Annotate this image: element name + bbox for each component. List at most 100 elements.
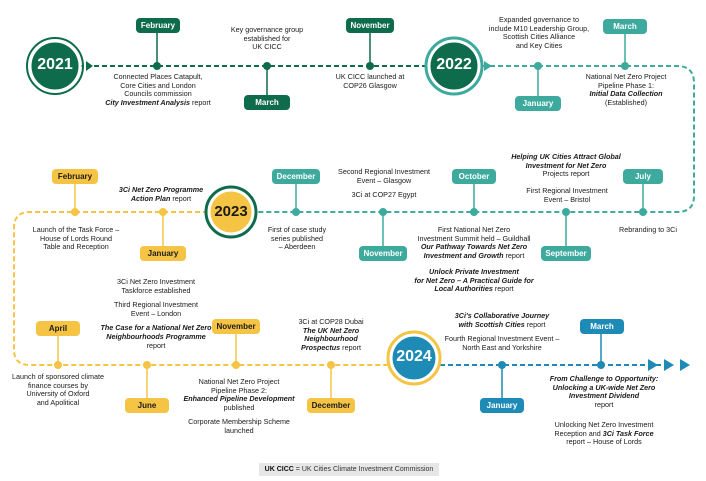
event-line: published <box>223 402 255 412</box>
month-pill-nov-2021: November <box>346 18 394 33</box>
month-pill-nov-2022: November <box>359 246 407 261</box>
event-line: and Apolitical <box>36 397 80 407</box>
event-report-title: Action Plan <box>130 193 171 203</box>
event-oct-2022: First National Net Zero Investment Summi… <box>406 225 542 260</box>
month-pill-nov-2023: November <box>212 319 260 334</box>
event-line: launched <box>224 425 254 435</box>
event-report-title: with Scottish Cities <box>458 319 525 329</box>
abbreviation-definition: = UK Cities Climate Investment Commissio… <box>293 466 434 473</box>
month-pill-jan-2022: January <box>515 96 561 111</box>
event-line: First Regional Investment <box>526 186 608 195</box>
event-report-title: Neighbourhoods Programme <box>106 331 206 341</box>
month-pill-feb-2023: February <box>52 169 98 184</box>
event-line: report <box>190 97 211 107</box>
event-line: Pipeline Phase 2: <box>211 385 267 395</box>
event-line: Taskforce established <box>121 285 191 295</box>
event-mar-2022: National Net Zero Project Pipeline Phase… <box>572 72 680 107</box>
event-line: include M10 Leadership Group, <box>488 23 590 33</box>
event-line: report <box>524 319 546 329</box>
event-line: 3Ci at COP27 Egypt <box>351 190 417 200</box>
event-apr-2023: Launch of sponsored climate finance cour… <box>2 372 114 407</box>
event-line: 3Ci Net Zero Investment <box>117 277 195 286</box>
event-line: North East and Yorkshire <box>462 342 542 352</box>
event-report-title: 3Ci's Collaborative Journey <box>454 311 550 320</box>
event-report-title: Unlock Private Investment <box>429 267 519 276</box>
event-line: report <box>146 340 166 350</box>
event-report-title: Investment for Net Zero <box>525 160 607 170</box>
event-line: Pipeline Phase 1: <box>598 80 654 90</box>
event-line: House of Lords Round <box>40 233 112 243</box>
event-line: Key governance group <box>230 25 304 34</box>
event-line: COP26 Glasgow <box>343 80 397 90</box>
event-report-title: From Challenge to Opportunity: <box>549 374 659 383</box>
event-jan-2024: 3Ci's Collaborative Journey with Scottis… <box>440 311 564 352</box>
event-report-title: 3Ci Net Zero Programme <box>118 185 204 194</box>
event-mar-2024-reception: Unlocking Net Zero Investment Reception … <box>544 420 664 447</box>
event-line: report <box>503 250 525 260</box>
event-report-title: Unlocking a UK-wide Net Zero <box>552 382 656 392</box>
event-line: report <box>492 284 514 294</box>
event-mar-2021: Key governance group established for UK … <box>214 25 320 52</box>
event-line: Unlocking Net Zero Investment <box>554 420 654 429</box>
event-report-title: for Net Zero – A Practical Guide for <box>414 275 534 285</box>
event-report-title: Our Pathway Towards Net Zero <box>420 242 528 252</box>
event-jan-2023-details: 3Ci Net Zero Investment Taskforce establ… <box>88 277 224 350</box>
event-jan-2023-plan: 3Ci Net Zero Programme Action Plan repor… <box>106 185 216 203</box>
month-pill-dec-2022: December <box>272 169 320 184</box>
month-pill-jul-2022: July <box>623 169 663 184</box>
event-line: Expanded governance to <box>499 15 579 24</box>
event-line: UK CICC launched at <box>335 72 405 81</box>
event-report-title: City Investment Analysis <box>105 97 191 107</box>
event-mar-2024-report: From Challenge to Opportunity: Unlocking… <box>544 374 664 409</box>
event-line: UK CICC <box>252 42 282 52</box>
event-sep-2022: First Regional Investment Event – Bristo… <box>512 186 622 204</box>
event-report-title: The Case for a National Net Zero <box>100 323 212 333</box>
event-line: Connected Places Catapult, <box>113 72 203 81</box>
abbreviation-term: UK CICC <box>264 466 294 473</box>
year-2023-badge: 2023 <box>214 203 248 220</box>
event-oct-2022-guide: Unlock Private Investment for Net Zero –… <box>406 267 542 294</box>
event-line: Projects report <box>542 169 590 179</box>
event-line: report <box>340 342 361 352</box>
event-report-title: Prospectus <box>301 342 341 352</box>
event-line: Corporate Membership Scheme <box>188 417 290 427</box>
event-line: Table and Reception <box>43 242 109 252</box>
month-pill-apr-2023: April <box>36 321 80 336</box>
event-report-title: 3Ci Task Force <box>602 428 654 438</box>
event-jul-2022-rebrand: Rebranding to 3Ci <box>612 225 684 235</box>
abbreviation-legend: UK CICC = UK Cities Climate Investment C… <box>259 463 439 476</box>
event-nov-2021: UK CICC launched at COP26 Glasgow <box>322 72 418 90</box>
event-nov-2023: National Net Zero Project Pipeline Phase… <box>182 377 296 436</box>
event-line: and Key Cities <box>515 40 563 50</box>
event-report-title: Local Authorities <box>434 284 493 294</box>
month-pill-sep-2022: September <box>541 246 591 261</box>
event-report-title: Neighbourhood <box>304 334 358 344</box>
event-line: Launch of the Task Force – <box>32 225 120 234</box>
month-pill-oct-2022: October <box>452 169 496 184</box>
event-line: Event – Glasgow <box>356 175 412 185</box>
event-line: Fourth Regional Investment Event – <box>444 334 560 344</box>
event-report-title: Helping UK Cities Attract Global <box>511 152 621 161</box>
event-line: – Aberdeen <box>278 242 316 252</box>
year-2022-badge: 2022 <box>436 56 472 73</box>
event-line: First National Net Zero <box>437 225 511 234</box>
event-line: established for <box>243 33 291 43</box>
event-line: Event – London <box>130 308 182 318</box>
month-pill-mar-2022: March <box>603 19 647 34</box>
month-pill-dec-2023: December <box>307 398 355 413</box>
event-dec-2022: First of case study series published – A… <box>256 225 338 252</box>
event-line: report – House of Lords <box>566 437 642 447</box>
event-feb-2021: Connected Places Catapult, Core Cities a… <box>96 72 220 107</box>
month-pill-feb-2021: February <box>136 18 180 33</box>
event-report-title: Enhanced Pipeline Development <box>183 394 295 404</box>
month-pill-jan-2024: January <box>480 398 524 413</box>
event-line: report <box>594 399 614 409</box>
event-report-title: Investment and Growth <box>423 250 504 260</box>
event-line: series published <box>271 233 323 243</box>
month-pill-jun-2023: June <box>125 398 169 413</box>
month-pill-mar-2021: March <box>244 95 290 110</box>
month-pill-mar-2024: March <box>580 319 624 334</box>
event-nov-2022: Second Regional Investment Event – Glasg… <box>324 167 444 200</box>
event-line: report <box>170 193 192 203</box>
event-line: Reception and <box>554 428 601 438</box>
